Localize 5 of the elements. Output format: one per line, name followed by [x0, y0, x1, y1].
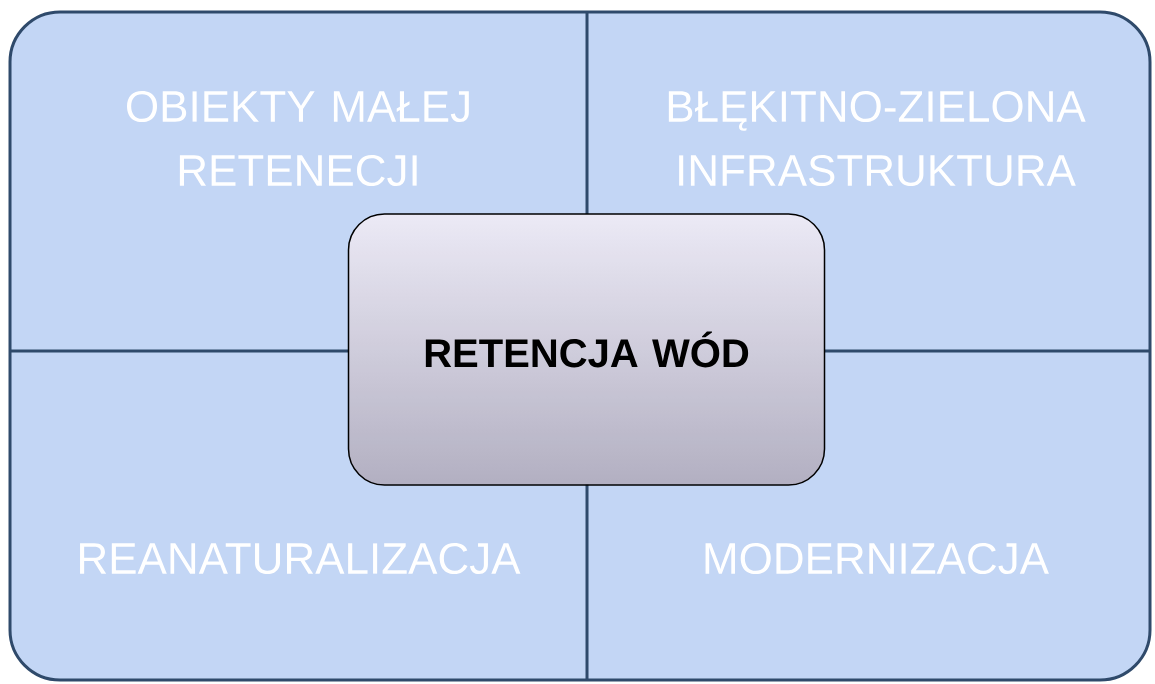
quadrant-text: MODERNIZACJA [705, 542, 1049, 575]
quadrant-text: OBIEKTY MAŁEJ RETENECJI [127, 90, 469, 187]
quadrant-text: BŁĘKITNO-ZIELONA INFRASTRUKTURA [668, 90, 1086, 187]
center-box: RETENCJA WÓD [347, 213, 826, 486]
quadrant-text: REANATURALIZACJA [80, 542, 521, 575]
